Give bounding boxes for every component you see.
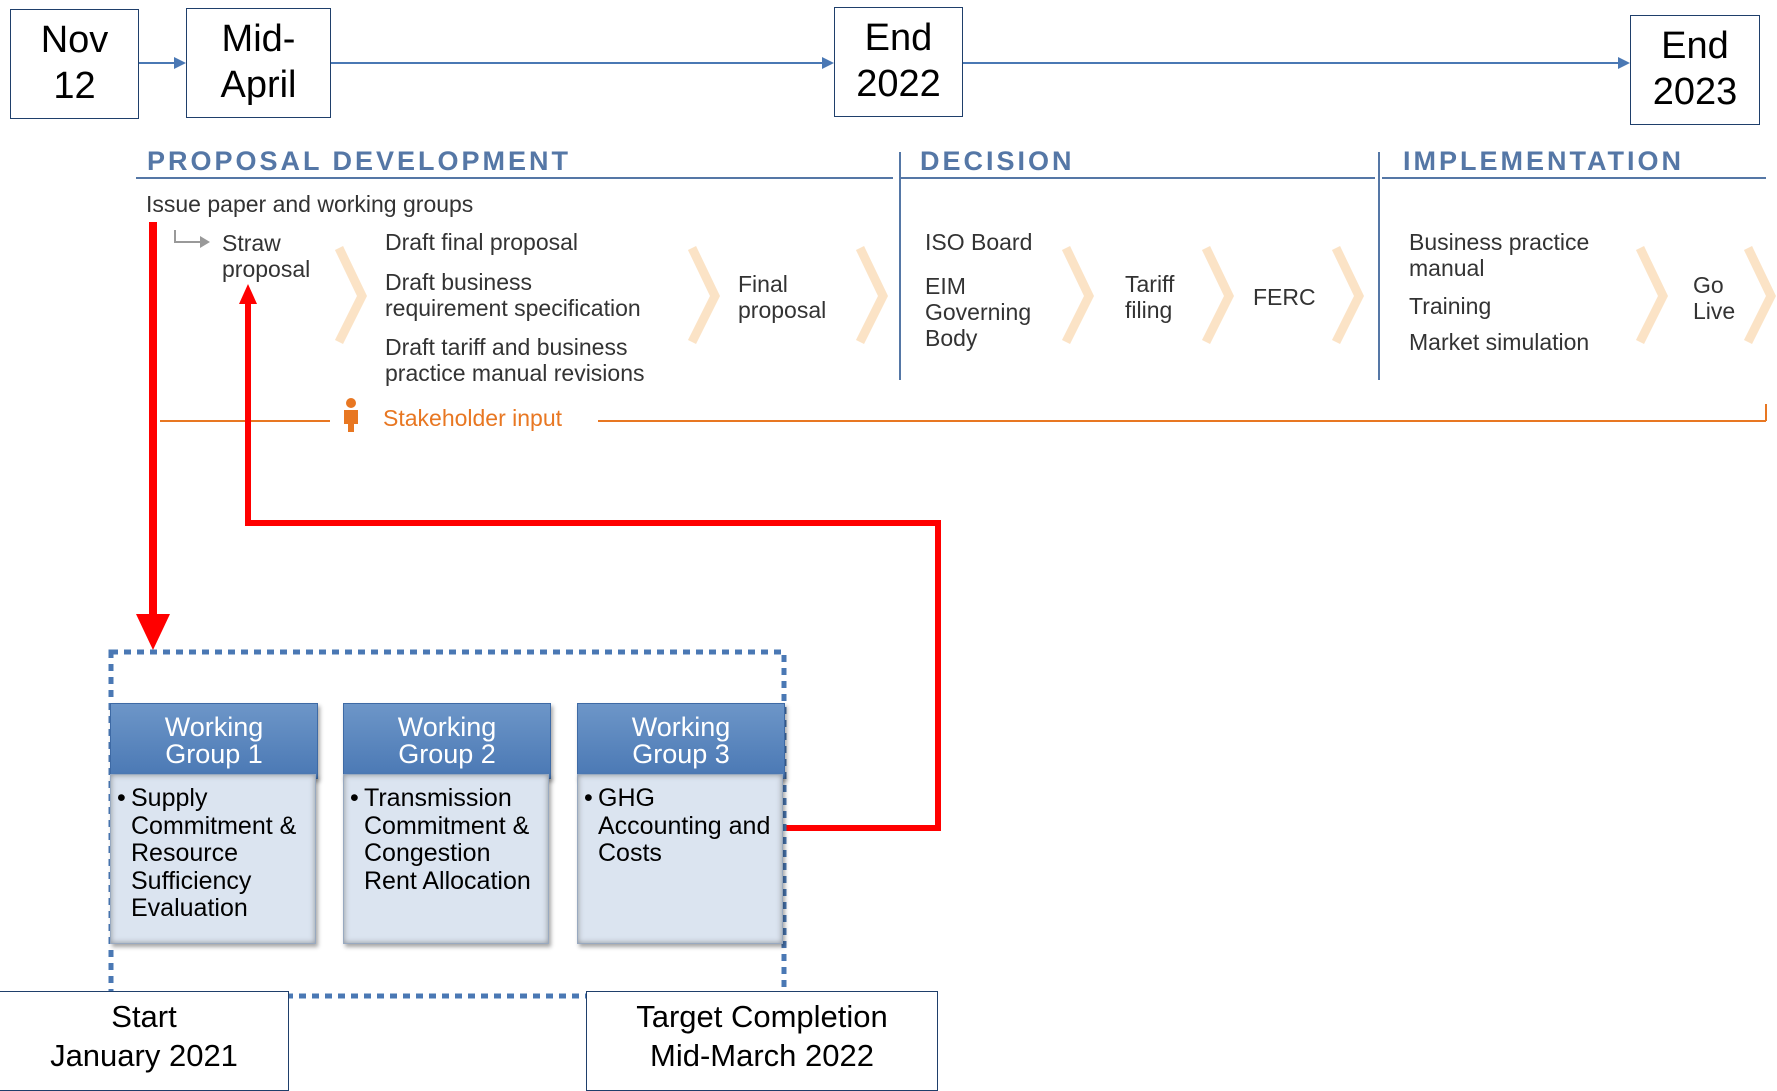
- date-box-nov12: Nov 12: [10, 9, 139, 119]
- chevron-8: [1743, 246, 1777, 345]
- chevron-5: [1201, 246, 1235, 345]
- chevron-1: [334, 246, 368, 345]
- target-completion-box: Target Completion Mid-March 2022: [586, 991, 938, 1091]
- working-group-3-header: Working Group 3: [577, 703, 785, 779]
- phase-title-implementation: IMPLEMENTATION: [1403, 146, 1684, 176]
- date-box-end-2023: End 2023: [1630, 15, 1760, 125]
- working-group-2-text: Transmission Commitment & Congestion Ren…: [364, 784, 531, 895]
- working-group-3-text: GHG Accounting and Costs: [598, 784, 771, 867]
- straw-proposal-label: Straw proposal: [222, 230, 311, 282]
- working-group-1-header: Working Group 1: [110, 703, 318, 779]
- tariff-filing-label: Tariff filing: [1125, 271, 1175, 323]
- draft-tariff-label: Draft tariff and business practice manua…: [385, 334, 645, 386]
- red-arrowhead-up: [239, 284, 257, 304]
- draft-final-label: Draft final proposal: [385, 229, 579, 255]
- red-feedback-line: [245, 300, 941, 831]
- chevron-3: [855, 246, 889, 345]
- working-group-2-header: Working Group 2: [343, 703, 551, 779]
- chevron-4: [1061, 246, 1095, 345]
- start-date-box: Start January 2021: [0, 991, 289, 1091]
- person-icon: [344, 398, 358, 432]
- iso-board-label: ISO Board: [925, 229, 1033, 255]
- draft-brs-label: Draft business requirement specification: [385, 269, 641, 321]
- stakeholder-input-label: Stakeholder input: [383, 405, 563, 431]
- training-label: Training: [1409, 293, 1492, 319]
- go-live-label: Go Live: [1693, 272, 1736, 324]
- working-group-3-body: •GHG Accounting and Costs: [577, 774, 783, 944]
- bpm-label: Business practice manual: [1409, 229, 1590, 281]
- straw-pointer-icon: [174, 230, 204, 243]
- chevron-6: [1331, 246, 1365, 345]
- eim-body-label: EIM Governing Body: [925, 273, 1032, 351]
- chevron-2: [687, 246, 721, 345]
- date-box-end-2022: End 2022: [834, 7, 963, 117]
- working-group-1-text: Supply Commitment & Resource Sufficiency…: [131, 784, 297, 922]
- red-arrowhead-down: [136, 614, 170, 650]
- working-group-2-body: •Transmission Commitment & Congestion Re…: [343, 774, 549, 944]
- phase-title-decision: DECISION: [920, 146, 1075, 176]
- working-group-1-body: •Supply Commitment & Resource Sufficienc…: [110, 774, 316, 944]
- ferc-label: FERC: [1253, 284, 1316, 310]
- market-sim-label: Market simulation: [1409, 329, 1590, 355]
- phase-title-proposal: PROPOSAL DEVELOPMENT: [147, 146, 572, 176]
- chevron-7: [1635, 246, 1669, 345]
- issue-paper-label: Issue paper and working groups: [146, 191, 474, 217]
- final-proposal-label: Final proposal: [738, 271, 827, 323]
- date-box-mid-april: Mid- April: [186, 8, 331, 118]
